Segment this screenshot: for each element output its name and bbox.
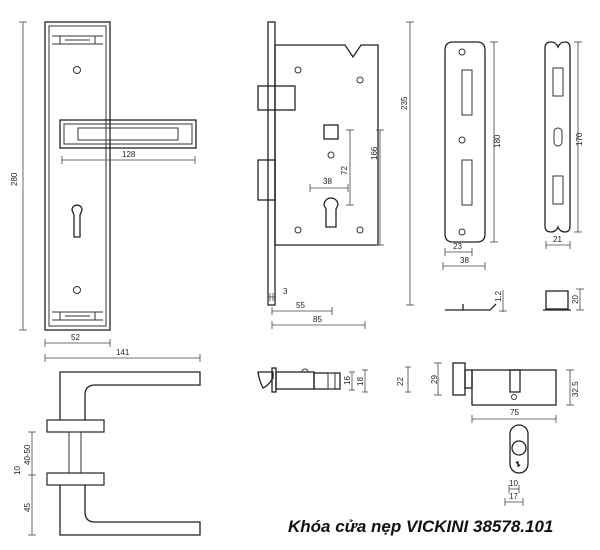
euro-cylinder [452, 362, 557, 474]
handle-side-view [46, 371, 201, 536]
dim-box-width: 21 [553, 235, 562, 244]
dim-box-depth: 20 [571, 295, 580, 304]
dim-cylinder-height: 32.5 [571, 381, 580, 397]
strike-box [543, 41, 571, 311]
lock-body [257, 21, 379, 306]
dim-plate-height: 280 [10, 172, 19, 186]
dim-strike-inner: 23 [453, 242, 462, 251]
screw-hole-icon [73, 66, 81, 74]
screw-hole-icon [73, 286, 81, 294]
dim-center-distance: 72 [340, 166, 349, 175]
dim-body-height: 166 [370, 146, 379, 160]
handle-plate-front [44, 21, 197, 331]
product-caption: Khóa cửa nẹp VICKINI 38578.101 [288, 517, 553, 536]
dim-strike-height: 180 [493, 134, 502, 148]
lever [59, 119, 197, 149]
dim-latch-3: 22 [396, 377, 405, 386]
dim-backset: 55 [296, 301, 305, 310]
dim-faceplate-thickness: 3 [283, 287, 288, 296]
dim-lever-length: 128 [122, 150, 136, 159]
dim-body-depth: 85 [313, 315, 322, 324]
dim-latch-1: 16 [343, 376, 352, 385]
dim-cylinder-length: 75 [510, 408, 519, 417]
strike-plate [444, 41, 497, 311]
dim-strike-thickness: 1.2 [494, 290, 503, 302]
dim-latch-2: 18 [356, 377, 365, 386]
latch-bolt [257, 367, 341, 393]
dim-strike-outer: 38 [460, 256, 469, 265]
dim-total-width: 141 [116, 348, 130, 357]
keyhole-icon [71, 204, 83, 238]
dim-box-height: 170 [575, 132, 584, 146]
dim-lever-height: 45 [23, 503, 32, 512]
cylinder-hole-icon [323, 197, 339, 228]
dim-faceplate-height: 235 [400, 96, 409, 110]
dim-rose: 10 [13, 466, 22, 475]
dim-cam-width: 10 [509, 479, 518, 488]
dim-cylinder-width: 38 [323, 177, 332, 186]
dim-cylinder-width: 17 [509, 492, 518, 501]
dim-knob-height: 29 [430, 375, 439, 384]
dim-door-thickness: 40-50 [23, 444, 32, 465]
dim-plate-width: 52 [71, 333, 80, 342]
